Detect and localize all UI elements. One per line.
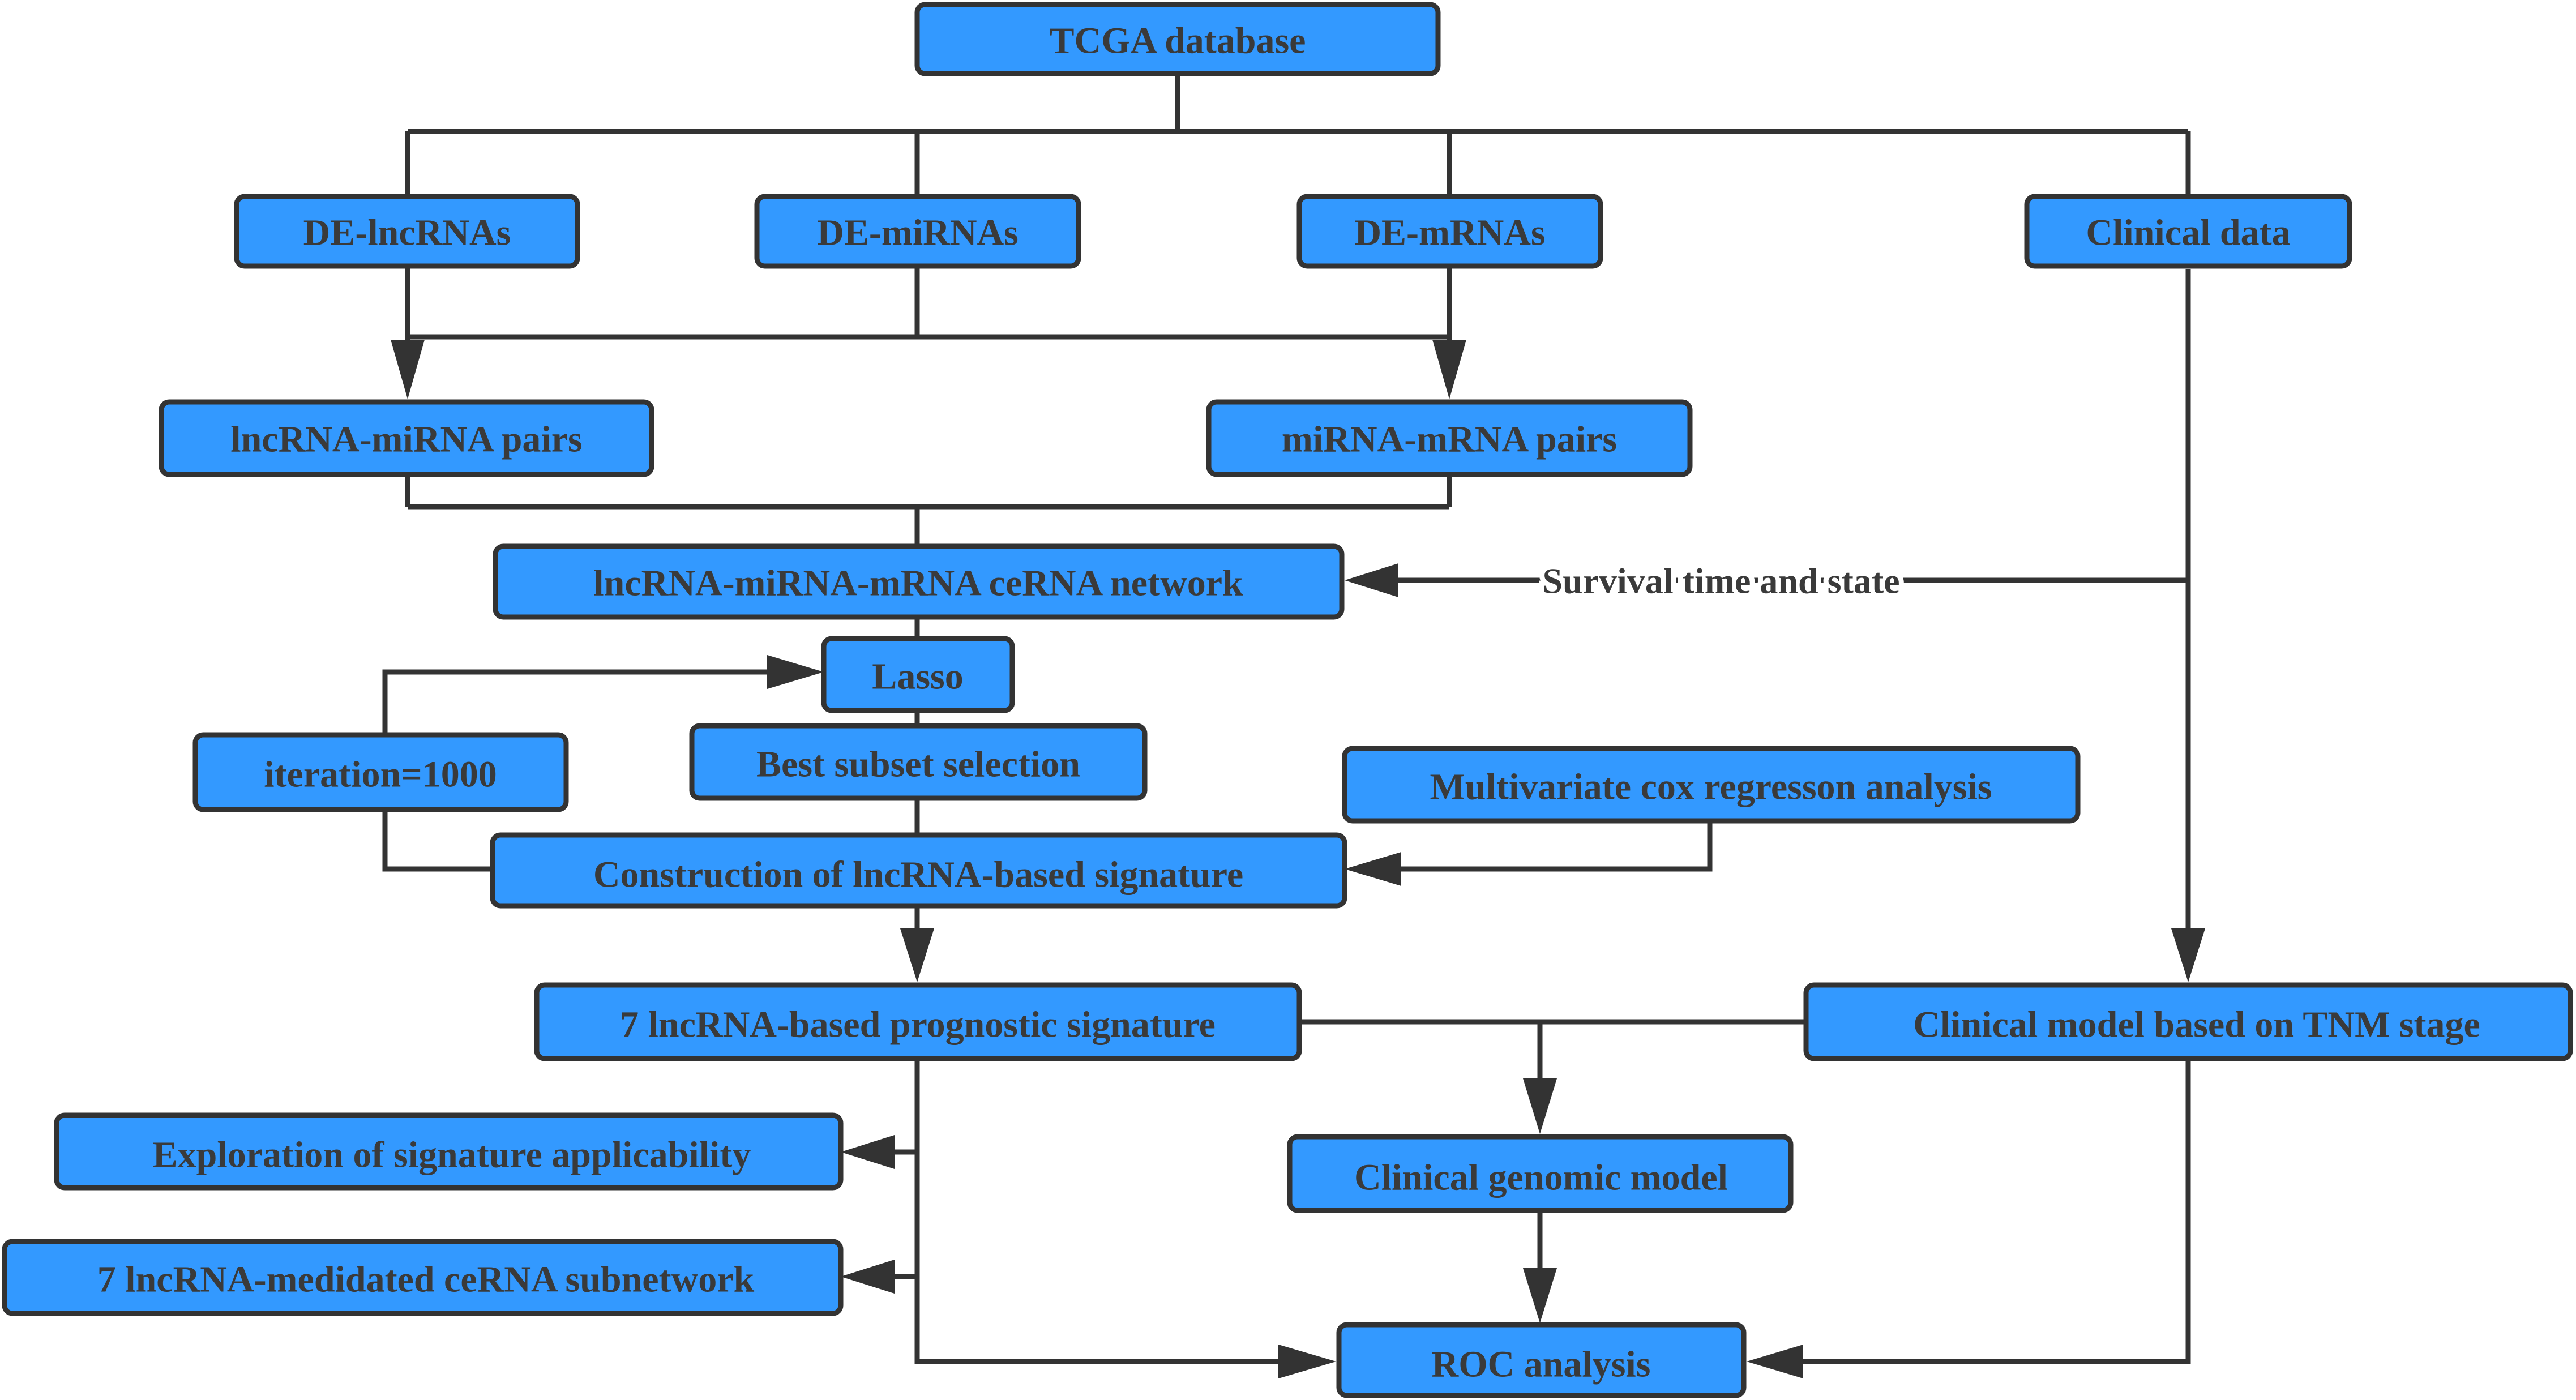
node-label: TCGA database (1050, 20, 1306, 62)
node-best-subset: Best subset selection (689, 723, 1148, 801)
arrowhead-to-mirna-mrna-pairs (1432, 340, 1466, 399)
node-label: Construction of lncRNA-based signature (593, 854, 1243, 896)
arrowhead-genomic-to-roc (1523, 1268, 1557, 1323)
node-label: 7 lncRNA-medidated ceRNA subnetwork (97, 1259, 755, 1300)
node-exploration-applicability: Exploration of signature applicability (54, 1112, 844, 1191)
node-label: 7 lncRNA-based prognostic signature (620, 1004, 1216, 1046)
arrowhead-iteration-to-lasso (767, 655, 824, 689)
node-label: Clinical data (2086, 212, 2290, 254)
node-de-mirnas: DE-miRNAs (754, 194, 1081, 269)
survival-time-state-label: Survival time and state (1542, 561, 1899, 601)
arrowhead-tnm-to-roc (1747, 1345, 1803, 1378)
node-prognostic-signature: 7 lncRNA-based prognostic signature (534, 982, 1302, 1061)
node-roc-analysis: ROC analysis (1336, 1322, 1747, 1398)
arrowhead-to-lncrna-mirna-pairs (391, 340, 425, 399)
node-label: DE-lncRNAs (303, 212, 511, 254)
node-label: Clinical model based on TNM stage (1913, 1004, 2480, 1046)
node-de-lncrnas: DE-lncRNAs (234, 194, 580, 269)
node-lasso: Lasso (821, 636, 1015, 713)
arrowhead-to-subnetwork (841, 1260, 895, 1294)
connector-pairs-merge (405, 476, 1452, 546)
node-label: Exploration of signature applicability (153, 1134, 751, 1176)
node-label: DE-miRNAs (817, 212, 1019, 254)
node-iteration: iteration=1000 (192, 732, 569, 812)
node-label: Clinical genomic model (1354, 1157, 1728, 1198)
node-label: miRNA-mRNA pairs (1282, 419, 1617, 460)
node-tcga-database: TCGA database (914, 2, 1441, 76)
node-label: DE-mRNAs (1354, 212, 1545, 254)
node-cerna-subnetwork: 7 lncRNA-medidated ceRNA subnetwork (2, 1239, 844, 1316)
connector-cox-construction (1381, 821, 1713, 872)
node-label: Best subset selection (756, 744, 1080, 785)
connectors (382, 74, 2191, 1364)
node-label: iteration=1000 (264, 754, 497, 795)
arrowhead-survival-to-network (1345, 563, 1398, 597)
node-clinical-data: Clinical data (2024, 194, 2352, 269)
connector-tnm-roc (1789, 1059, 2191, 1364)
node-mirna-mrna-pairs: miRNA-mRNA pairs (1206, 399, 1693, 477)
node-label: ROC analysis (1432, 1344, 1651, 1385)
node-lncrna-mirna-pairs: lncRNA-miRNA pairs (159, 399, 654, 477)
node-label: lncRNA-miRNA pairs (230, 419, 583, 460)
node-label: Lasso (872, 656, 963, 697)
node-de-mrnas: DE-mRNAs (1296, 194, 1603, 269)
arrowhead-to-exploration (841, 1135, 895, 1169)
node-construction-signature: Construction of lncRNA-based signature (490, 832, 1347, 909)
node-cerna-network: lncRNA-miRNA-mRNA ceRNA network (493, 543, 1345, 620)
node-multivariate-cox: Multivariate cox regresson analysis (1342, 746, 2081, 824)
arrowhead-cox-to-construction (1345, 852, 1401, 886)
arrowhead-to-genomic (1523, 1078, 1557, 1134)
arrowhead-clinical-to-tnm (2171, 928, 2205, 982)
connector-de-merge (405, 266, 1452, 362)
arrowhead-prognostic-to-roc (1278, 1345, 1336, 1378)
arrowheads (391, 340, 2205, 1378)
connector-tcga-fanout (405, 74, 2191, 201)
node-clinical-genomic-model: Clinical genomic model (1287, 1134, 1794, 1213)
node-label: lncRNA-miRNA-mRNA ceRNA network (593, 563, 1243, 604)
node-clinical-model-tnm: Clinical model based on TNM stage (1803, 982, 2573, 1061)
arrowhead-to-prognostic (900, 928, 934, 982)
connector-prognostic-down (872, 1059, 1280, 1364)
node-label: Multivariate cox regresson analysis (1430, 767, 1992, 808)
